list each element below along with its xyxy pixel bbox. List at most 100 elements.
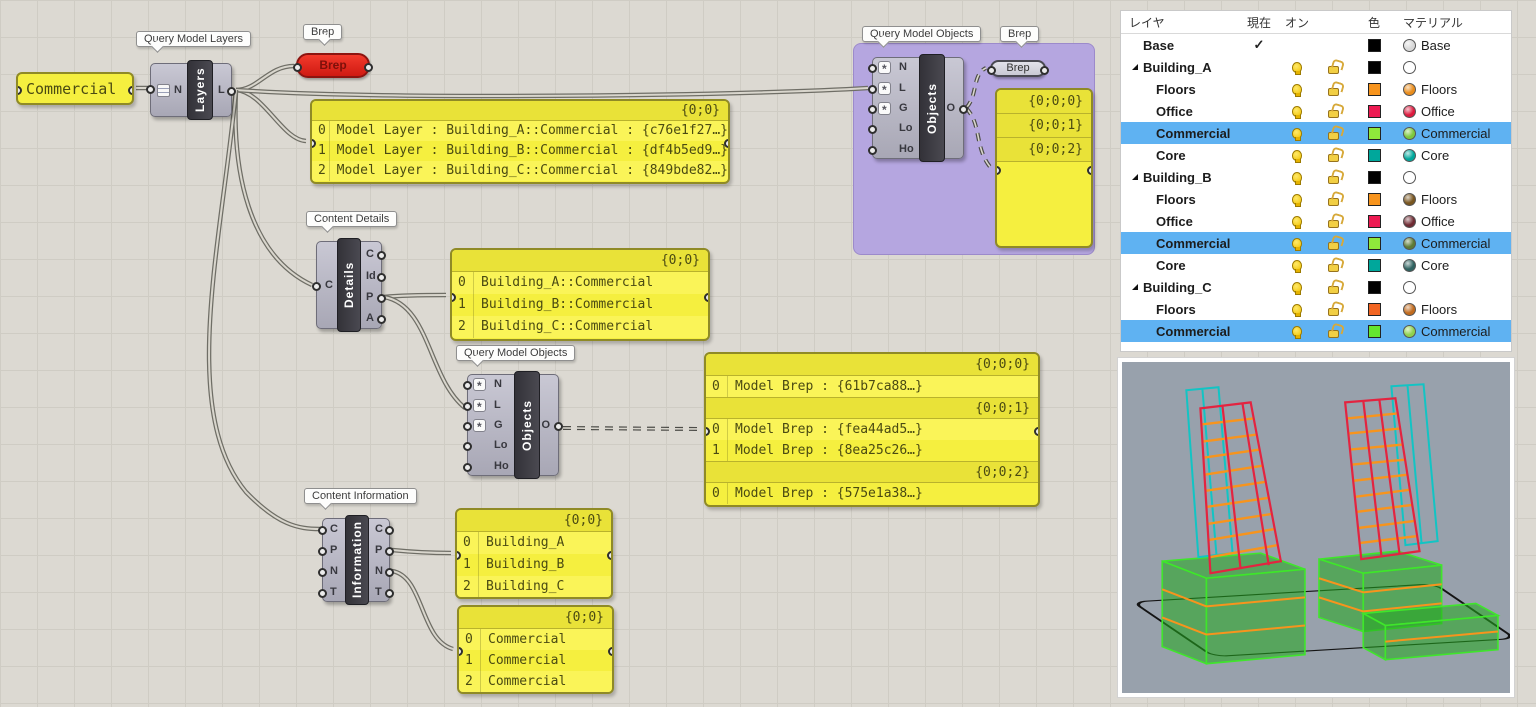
input-port-n[interactable] bbox=[868, 64, 877, 73]
material-icon[interactable] bbox=[1403, 39, 1416, 52]
output-port[interactable] bbox=[1087, 166, 1093, 175]
color-swatch[interactable] bbox=[1368, 171, 1381, 184]
output-port[interactable] bbox=[1040, 66, 1049, 75]
color-swatch[interactable] bbox=[1368, 127, 1381, 140]
output-port[interactable] bbox=[1034, 427, 1040, 436]
input-port-p[interactable] bbox=[318, 547, 327, 556]
input-port[interactable] bbox=[987, 66, 996, 75]
bulb-icon[interactable] bbox=[1292, 216, 1302, 227]
current-check-icon[interactable]: ✓ bbox=[1254, 37, 1265, 53]
input-port-l[interactable] bbox=[463, 402, 472, 411]
output-port[interactable] bbox=[128, 86, 134, 95]
layer-row[interactable]: Floors Floors bbox=[1121, 78, 1511, 100]
material-icon[interactable] bbox=[1403, 259, 1416, 272]
component-label[interactable]: Information bbox=[345, 515, 369, 605]
output-port[interactable] bbox=[364, 63, 373, 72]
layer-row[interactable]: Office Office bbox=[1121, 100, 1511, 122]
col-color[interactable]: 色 bbox=[1351, 14, 1397, 31]
expand-triangle-icon[interactable] bbox=[1132, 174, 1138, 180]
output-port-n[interactable] bbox=[385, 568, 394, 577]
col-layer[interactable]: レイヤ bbox=[1121, 14, 1239, 31]
color-swatch[interactable] bbox=[1368, 303, 1381, 316]
color-swatch[interactable] bbox=[1368, 325, 1381, 338]
asterisk-icon[interactable] bbox=[473, 378, 486, 391]
color-swatch[interactable] bbox=[1368, 105, 1381, 118]
input-port-n[interactable] bbox=[146, 85, 155, 94]
unlock-icon[interactable] bbox=[1328, 154, 1339, 162]
unlock-icon[interactable] bbox=[1328, 308, 1339, 316]
output-port-a[interactable] bbox=[377, 315, 386, 324]
bulb-icon[interactable] bbox=[1292, 128, 1302, 139]
layer-row[interactable]: Core Core bbox=[1121, 144, 1511, 166]
input-port-g[interactable] bbox=[463, 422, 472, 431]
color-swatch[interactable] bbox=[1368, 149, 1381, 162]
component-label[interactable]: Objects bbox=[514, 371, 540, 479]
input-port-n[interactable] bbox=[463, 381, 472, 390]
expand-triangle-icon[interactable] bbox=[1132, 284, 1138, 290]
bulb-icon[interactable] bbox=[1292, 282, 1302, 293]
bulb-icon[interactable] bbox=[1292, 172, 1302, 183]
rhino-layers-panel[interactable]: レイヤ 現在 オン 色 マテリアル Base ✓ Base Building_A… bbox=[1120, 10, 1512, 352]
bulb-icon[interactable] bbox=[1292, 238, 1302, 249]
bulb-icon[interactable] bbox=[1292, 150, 1302, 161]
input-port-g[interactable] bbox=[868, 105, 877, 114]
color-swatch[interactable] bbox=[1368, 193, 1381, 206]
material-icon[interactable] bbox=[1403, 237, 1416, 250]
output-port-o[interactable] bbox=[959, 105, 968, 114]
output-port-c[interactable] bbox=[385, 526, 394, 535]
content-information-component[interactable]: C P N T Information C P N T bbox=[322, 518, 390, 602]
output-port[interactable] bbox=[608, 647, 614, 656]
color-swatch[interactable] bbox=[1368, 83, 1381, 96]
material-icon[interactable] bbox=[1403, 325, 1416, 338]
layer-row-building-b[interactable]: Building_B bbox=[1121, 166, 1511, 188]
layer-row-building-a[interactable]: Building_A bbox=[1121, 56, 1511, 78]
unlock-icon[interactable] bbox=[1328, 132, 1339, 140]
layer-row[interactable]: Core Core bbox=[1121, 254, 1511, 276]
output-port-t[interactable] bbox=[385, 589, 394, 598]
color-swatch[interactable] bbox=[1368, 61, 1381, 74]
query-model-objects-component-2[interactable]: N L G Lo Ho Objects O bbox=[467, 374, 559, 476]
output-port-o[interactable] bbox=[554, 422, 563, 431]
unlock-icon[interactable] bbox=[1328, 198, 1339, 206]
unlock-icon[interactable] bbox=[1328, 66, 1339, 74]
component-label[interactable]: Details bbox=[337, 238, 361, 332]
asterisk-icon[interactable] bbox=[878, 82, 891, 95]
input-port-c[interactable] bbox=[318, 526, 327, 535]
col-on[interactable]: オン bbox=[1279, 14, 1315, 31]
asterisk-icon[interactable] bbox=[473, 419, 486, 432]
input-port-ho[interactable] bbox=[463, 463, 472, 472]
panel-model-breps[interactable]: {0;0;0} 0Model Brep : {61b7ca88…} {0;0;1… bbox=[704, 352, 1040, 507]
color-swatch[interactable] bbox=[1368, 259, 1381, 272]
output-port-id[interactable] bbox=[377, 273, 386, 282]
bulb-icon[interactable] bbox=[1292, 304, 1302, 315]
output-port-p[interactable] bbox=[377, 294, 386, 303]
material-icon[interactable] bbox=[1403, 149, 1416, 162]
panel-layer-paths[interactable]: {0;0} 0Building_A::Commercial 1Building_… bbox=[450, 248, 710, 341]
layer-row-selected[interactable]: Commercial Commercial bbox=[1121, 320, 1511, 342]
layer-row[interactable]: Office Office bbox=[1121, 210, 1511, 232]
unlock-icon[interactable] bbox=[1328, 88, 1339, 96]
material-icon[interactable] bbox=[1403, 303, 1416, 316]
content-details-component[interactable]: C Details C Id P A bbox=[316, 241, 382, 329]
brep-param-grey[interactable]: Brep bbox=[990, 60, 1046, 77]
input-port[interactable] bbox=[995, 166, 1001, 175]
bulb-icon[interactable] bbox=[1292, 326, 1302, 337]
brep-param-red[interactable]: Brep bbox=[296, 53, 370, 78]
layer-row-selected[interactable]: Commercial Commercial bbox=[1121, 122, 1511, 144]
color-swatch[interactable] bbox=[1368, 215, 1381, 228]
asterisk-icon[interactable] bbox=[878, 102, 891, 115]
input-port-lo[interactable] bbox=[868, 125, 877, 134]
component-label[interactable]: Layers bbox=[187, 60, 213, 120]
input-port-n[interactable] bbox=[318, 568, 327, 577]
bulb-icon[interactable] bbox=[1292, 62, 1302, 73]
output-port-c[interactable] bbox=[377, 251, 386, 260]
layer-row-base[interactable]: Base ✓ Base bbox=[1121, 34, 1511, 56]
output-port[interactable] bbox=[607, 551, 613, 560]
bulb-icon[interactable] bbox=[1292, 106, 1302, 117]
rhino-viewport[interactable] bbox=[1118, 358, 1514, 697]
material-icon[interactable] bbox=[1403, 105, 1416, 118]
input-port-l[interactable] bbox=[868, 85, 877, 94]
output-port-l[interactable] bbox=[227, 87, 236, 96]
input-port-t[interactable] bbox=[318, 589, 327, 598]
layer-row[interactable]: Floors Floors bbox=[1121, 298, 1511, 320]
